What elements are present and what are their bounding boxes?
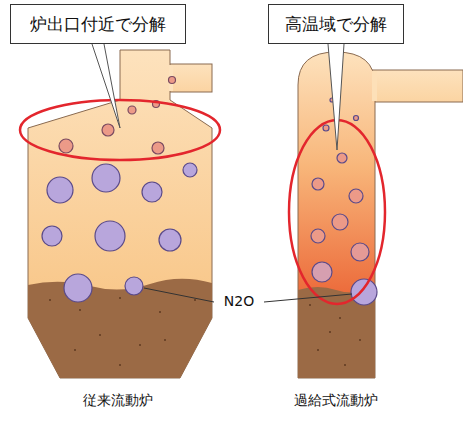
callout-box: 高温域で分解 — [268, 4, 404, 44]
sand-bed — [28, 279, 212, 378]
callout-box: 炉出口付近で分解 — [10, 4, 186, 44]
pressurized-furnace — [289, 52, 463, 378]
exhaust-pipe — [168, 64, 212, 92]
decomposition-zone — [20, 100, 220, 160]
conventional-furnace — [20, 50, 220, 378]
pipe-joint — [372, 71, 377, 101]
callout-pointer — [92, 44, 120, 128]
furnace-caption: 過給式流動炉 — [294, 392, 378, 409]
furnace-caption: 従来流動炉 — [83, 392, 153, 409]
sand-grains — [309, 304, 361, 366]
sand-grains — [49, 297, 196, 366]
n2o-bubbles — [42, 163, 197, 302]
callout-text: 高温域で分解 — [285, 14, 387, 34]
callout-pointer — [328, 44, 344, 150]
gas-label: N2O — [224, 293, 254, 310]
exhaust-pipe — [370, 70, 463, 102]
callout-text: 炉出口付近で分解 — [30, 14, 166, 34]
n2o-bubbles — [311, 98, 377, 305]
